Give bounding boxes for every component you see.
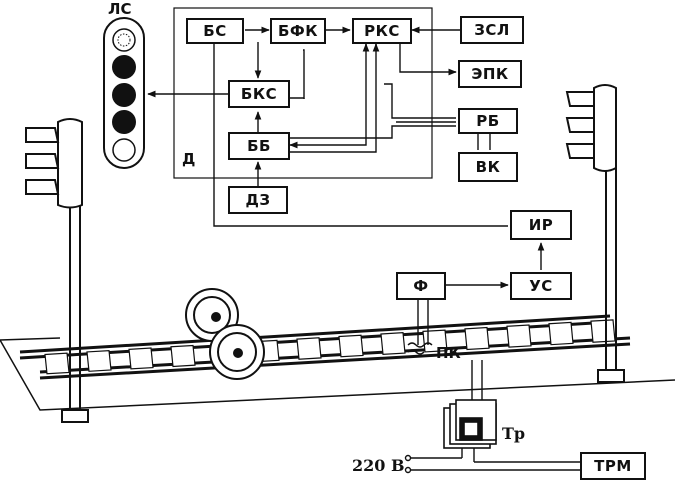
sleeper bbox=[86, 349, 112, 372]
rails bbox=[19, 314, 631, 380]
sleepers bbox=[44, 319, 616, 375]
label-ls: ЛС bbox=[108, 0, 132, 18]
sleeper bbox=[380, 332, 406, 355]
sleeper bbox=[44, 352, 70, 375]
track-bed bbox=[0, 337, 675, 411]
block-bfk: БФК bbox=[270, 18, 326, 44]
label-tr: Тр bbox=[502, 424, 526, 443]
sleeper bbox=[296, 337, 322, 360]
block-trm: ТРМ bbox=[580, 452, 646, 480]
sleeper bbox=[590, 319, 616, 343]
block-rks: РКС bbox=[352, 18, 412, 44]
sleeper bbox=[128, 347, 154, 370]
block-zsl: ЗСЛ bbox=[460, 16, 524, 44]
block-epk: ЭПК bbox=[458, 60, 522, 88]
block-ir: ИР bbox=[510, 210, 572, 240]
transformer-symbol bbox=[443, 399, 497, 449]
block-us: УС bbox=[510, 272, 572, 300]
sleeper bbox=[506, 324, 532, 348]
wheelset-front bbox=[209, 324, 265, 380]
locomotive-signal-lights bbox=[103, 17, 145, 169]
block-f: Ф bbox=[396, 272, 446, 300]
sleeper bbox=[464, 326, 490, 351]
right-signal-mast bbox=[565, 84, 625, 383]
sleeper bbox=[338, 334, 364, 358]
label-pk: ПК bbox=[436, 344, 461, 362]
connection-lines bbox=[147, 26, 580, 474]
block-rb: РБ bbox=[458, 108, 518, 134]
locomotive-equipment-boundary bbox=[173, 7, 433, 179]
sleeper bbox=[548, 321, 574, 346]
block-bs: БС bbox=[186, 18, 244, 44]
block-bks: БКС bbox=[228, 80, 290, 108]
block-bb: ББ bbox=[228, 132, 290, 160]
label-d: Д bbox=[182, 150, 196, 168]
block-dz: ДЗ bbox=[228, 186, 288, 214]
label-voltage: 220 В bbox=[352, 456, 405, 475]
sleeper bbox=[170, 344, 196, 368]
block-vk: ВК bbox=[458, 152, 518, 182]
left-signal-mast bbox=[25, 118, 89, 423]
